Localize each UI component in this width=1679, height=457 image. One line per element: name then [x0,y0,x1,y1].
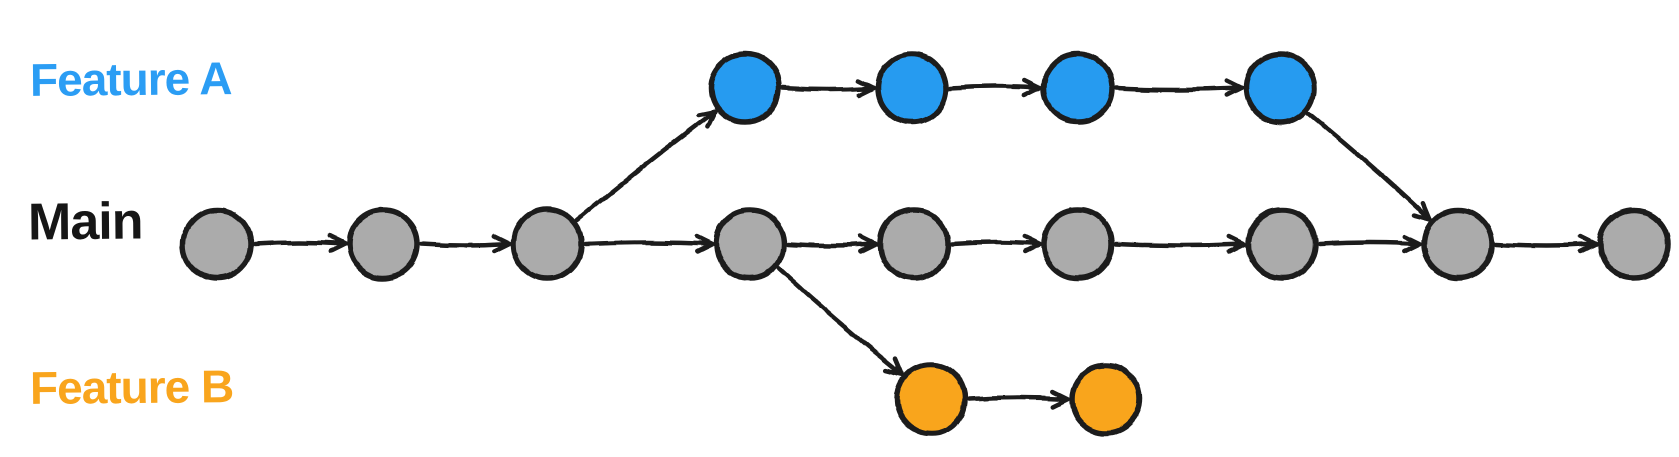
branch-label-main: Main [27,192,143,252]
commit-arrow-main_6-to-main_7 [1113,234,1247,254]
edge-layer [252,78,1599,409]
commit-node-main_8 [1421,207,1495,281]
node-layer [180,51,1671,436]
commit-arrow-main_8-to-main_9 [1493,234,1599,254]
commit-node-main_9 [1597,207,1671,281]
commit-node-fa_3 [1041,51,1115,125]
commit-arrow-main_1-to-main_2 [252,234,348,254]
commit-arrow-main_7-to-main_8 [1317,234,1423,254]
commit-node-fb_2 [1069,362,1143,436]
commit-node-fb_1 [894,362,968,436]
commit-node-fa_1 [708,51,782,125]
commit-node-main_1 [180,207,254,281]
commit-node-main_3 [510,207,584,281]
commit-node-fa_2 [875,51,949,125]
branch-label-feature-b: Feature B [29,360,234,414]
commit-node-main_2 [346,207,420,281]
commit-arrow-fa_3-to-fa_4 [1113,78,1245,98]
commit-arrow-fa_4-to-main_8 [1306,110,1432,222]
commit-node-main_5 [877,207,951,281]
commit-arrow-main_3-to-fa_1 [574,109,718,223]
commit-arrow-fa_2-to-fa_3 [947,78,1043,98]
commit-node-main_6 [1041,207,1115,281]
commit-arrow-main_3-to-main_4 [582,234,715,254]
commit-node-main_7 [1245,207,1319,281]
commit-arrow-fa_1-to-fa_2 [780,78,877,98]
commit-arrow-main_5-to-main_6 [949,234,1043,254]
commit-arrow-main_4-to-main_5 [785,234,879,254]
branch-label-feature-a: Feature A [29,52,232,106]
commit-arrow-main_4-to-fb_1 [776,266,905,377]
commit-node-fa_4 [1243,51,1317,125]
commit-node-main_4 [713,207,787,281]
commit-arrow-main_2-to-main_3 [418,234,512,254]
commit-arrow-fb_1-to-fb_2 [966,389,1071,409]
